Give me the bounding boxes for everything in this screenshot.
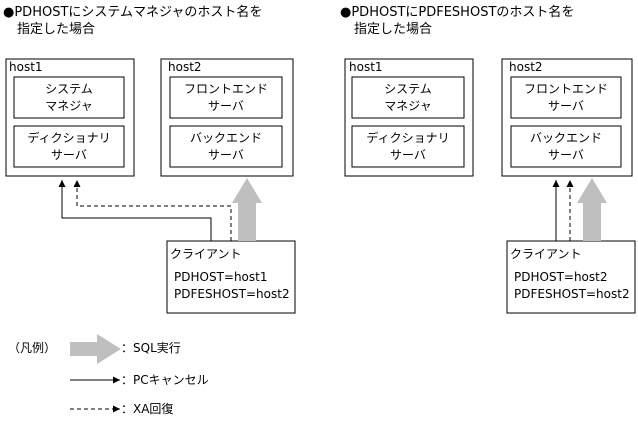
left-dictionary-server-line2: サーバ (51, 148, 87, 162)
right-sql-arrow (577, 178, 607, 241)
right-backend-server-line2: サーバ (548, 148, 584, 162)
left-dictionary-server-box (13, 125, 125, 168)
right-diagram: ●PDHOSTにPDFESHOSTのホスト名を 指定した場合 host1 システ… (340, 4, 636, 314)
legend-sql-label: ：SQL実行 (121, 340, 181, 355)
right-client: クライアント PDHOST=host2 PDFESHOST=host2 (506, 240, 636, 314)
right-dictionary-server-line1: ディクショナリ (366, 130, 449, 145)
right-host1: host1 システム マネジャ ディクショナリ サーバ (344, 58, 474, 177)
left-host1: host1 システム マネジャ ディクショナリ サーバ (5, 58, 135, 177)
right-system-manager-box (351, 76, 465, 119)
legend-heading: （凡例） (8, 341, 56, 355)
right-title-line1: ●PDHOSTにPDFESHOSTのホスト名を (340, 4, 574, 20)
right-dictionary-server-line2: サーバ (390, 148, 426, 162)
left-backend-server-box (169, 125, 283, 168)
right-client-title: クライアント (510, 247, 582, 261)
left-xa-recover-line (73, 180, 232, 241)
right-backend-server-box (510, 125, 622, 168)
left-dictionary-server-line1: ディクショナリ (27, 130, 110, 145)
left-client-pdhost: PDHOST=host1 (174, 270, 268, 284)
left-client-pdfeshost: PDFESHOST=host2 (174, 287, 290, 301)
left-frontend-server-line1: フロントエンド (184, 82, 268, 96)
left-pc-cancel-line (58, 180, 212, 241)
left-host2-label: host2 (168, 60, 202, 74)
right-client-pdhost: PDHOST=host2 (514, 270, 608, 284)
left-client-title: クライアント (170, 247, 242, 261)
left-title-line1: ●PDHOSTにシステムマネジャのホスト名を (3, 4, 262, 20)
right-backend-server-line1: バックエンド (530, 131, 602, 145)
left-host2: host2 フロントエンド サーバ バックエンド サーバ (160, 58, 294, 177)
left-system-manager-line2: マネジャ (45, 99, 92, 113)
left-frontend-server-line2: サーバ (208, 99, 244, 113)
right-frontend-server-box (510, 76, 622, 119)
left-backend-server-line1: バックエンド (190, 131, 262, 145)
left-frontend-server-box (169, 76, 283, 119)
right-frontend-server-line1: フロントエンド (524, 82, 608, 96)
right-frontend-server-line2: サーバ (548, 99, 584, 113)
right-system-manager-line2: マネジャ (384, 99, 431, 113)
right-host1-label: host1 (349, 60, 383, 74)
left-client-box (166, 240, 296, 314)
left-backend-server-line2: サーバ (208, 148, 244, 162)
right-title-line2: 指定した場合 (354, 22, 432, 37)
left-host1-label: host1 (9, 60, 43, 74)
legend: （凡例） ：SQL実行 ：PCキャンセル ：XA回復 (8, 334, 209, 416)
right-dictionary-server-box (351, 125, 465, 168)
left-client: クライアント PDHOST=host1 PDFESHOST=host2 (166, 240, 296, 314)
left-system-manager-box (13, 76, 125, 119)
right-host2: host2 フロントエンド サーバ バックエンド サーバ (501, 58, 633, 177)
left-title-line2: 指定した場合 (17, 22, 95, 37)
right-system-manager-line1: システム (384, 82, 432, 96)
right-client-box (506, 240, 636, 314)
legend-sql-arrow (70, 334, 121, 364)
legend-pc-cancel-label: ：PCキャンセル (121, 373, 209, 387)
legend-xa-recover-label: ：XA回復 (121, 401, 173, 416)
right-client-pdfeshost: PDFESHOST=host2 (514, 287, 630, 301)
left-sql-arrow (232, 178, 262, 241)
left-system-manager-line1: システム (45, 82, 93, 96)
right-host2-label: host2 (509, 60, 543, 74)
left-diagram: ●PDHOSTにシステムマネジャのホスト名を 指定した場合 host1 システム… (3, 4, 296, 314)
